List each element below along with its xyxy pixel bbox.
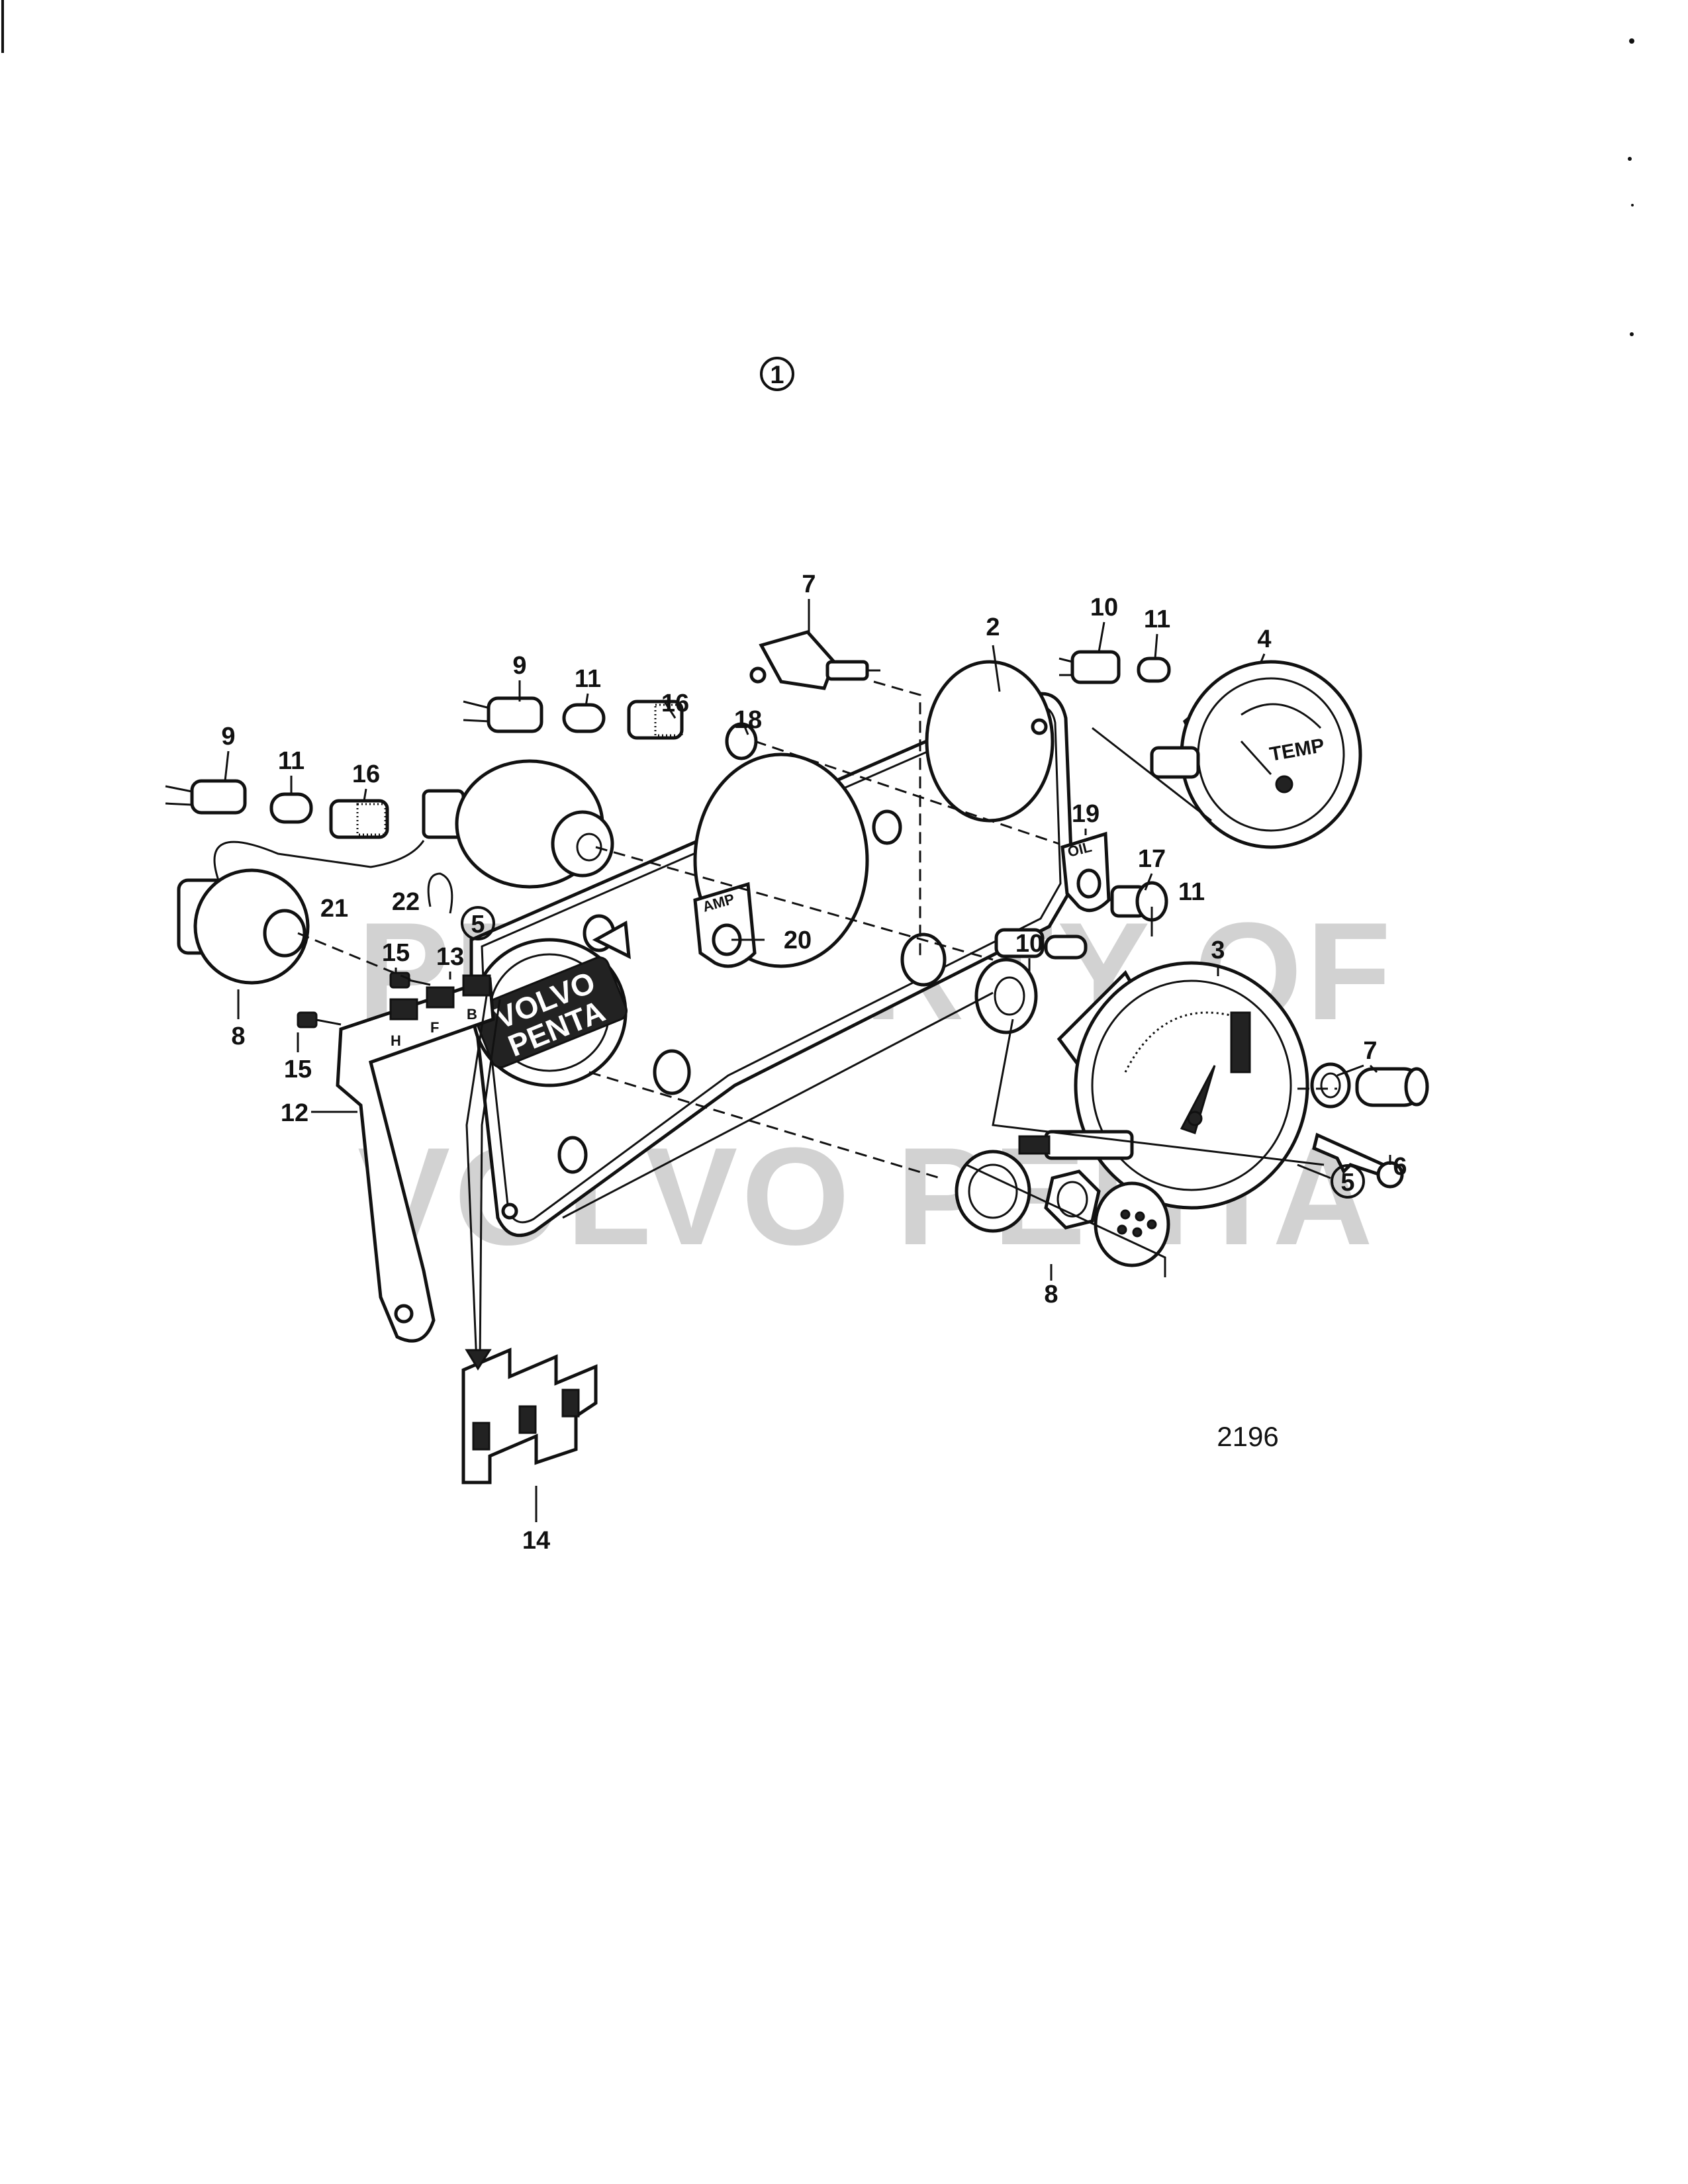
terminal-letter-h: H	[391, 1032, 401, 1049]
panel-hole-small-4	[653, 1049, 691, 1095]
screw-lower	[297, 1011, 342, 1028]
callout-19: 19	[1072, 800, 1100, 828]
callout-2: 2	[986, 614, 1000, 641]
callout-20: 20	[784, 927, 812, 954]
brand-emblem: VOLVO PENTA	[471, 920, 631, 1087]
assembly-lines	[297, 680, 1337, 1371]
ignition-switch	[422, 759, 614, 889]
amp-plate: AMP	[693, 882, 757, 968]
terminal-block	[461, 1347, 598, 1484]
callout-5-right-circle: 5	[1331, 1164, 1365, 1199]
bulb-upper	[562, 703, 606, 733]
lamp-lens-right	[1110, 881, 1168, 922]
panel-hole-small-3	[900, 933, 947, 987]
group-marker: 1	[760, 357, 794, 391]
split-pin	[427, 872, 453, 914]
figure-number: 2196	[1217, 1421, 1278, 1452]
starter-switch	[177, 840, 425, 985]
panel-screw-hole-1	[1031, 718, 1048, 735]
tachometer-scale-block	[1230, 1011, 1251, 1073]
callout-leaders	[224, 599, 1391, 1522]
temperature-gauge-stud	[1150, 746, 1200, 779]
hex-nut	[1044, 1169, 1101, 1230]
callout-10-right: 10	[1015, 930, 1043, 958]
lamp-holder-right	[994, 928, 1088, 960]
panel-hole-small-2	[872, 809, 902, 845]
callout-5-right: 5	[1340, 1169, 1354, 1197]
lamp-holder-upper	[463, 696, 543, 733]
lamp-holder-left	[165, 779, 247, 815]
callout-3: 3	[1211, 936, 1225, 964]
group-marker-number: 1	[770, 361, 784, 389]
callout-11-right: 11	[1178, 878, 1205, 906]
callout-6: 6	[1393, 1153, 1407, 1181]
callout-4: 4	[1257, 625, 1271, 653]
callout-21: 21	[320, 895, 348, 923]
temperature-gauge: TEMP	[1150, 660, 1362, 849]
panel-screw-hole-2	[501, 1203, 518, 1220]
lens-holder-left	[329, 799, 389, 839]
callout-13: 13	[436, 943, 464, 971]
callout-12: 12	[281, 1099, 308, 1127]
callout-10-top: 10	[1090, 594, 1118, 621]
scan-specks	[1628, 38, 1634, 336]
callout-5-left: 5	[471, 911, 485, 938]
callout-5-left-circle: 5	[461, 906, 495, 940]
lamp-holder-top	[1058, 650, 1171, 684]
panel-hole-small-5	[557, 1136, 588, 1174]
callout-8-left: 8	[231, 1023, 245, 1050]
callout-8-lower: 8	[1044, 1281, 1058, 1308]
callout-11-upper: 11	[575, 665, 601, 693]
callout-numbers: 7 2 10 11 4 9 11 16 18 9 11 16 19 17 11 …	[221, 570, 1407, 1555]
callout-7-top: 7	[802, 570, 816, 598]
connector-plug	[1094, 1181, 1170, 1267]
tachometer-threaded-stud	[1018, 1135, 1051, 1155]
knurled-knob	[1310, 1062, 1351, 1109]
callout-7-right: 7	[1363, 1037, 1377, 1065]
callout-11-top: 11	[1144, 606, 1170, 633]
callout-15-lower: 15	[284, 1056, 312, 1083]
callout-18: 18	[734, 706, 762, 734]
callout-11-left: 11	[278, 747, 305, 775]
panel-hole-top-right	[925, 660, 1055, 823]
mounting-ring	[955, 1150, 1031, 1233]
push-button	[1355, 1067, 1429, 1107]
toggle-switch-top	[749, 630, 880, 690]
callout-17: 17	[1138, 845, 1166, 873]
terminal-bracket: H F B	[336, 974, 495, 1343]
terminal-letter-f: F	[430, 1019, 439, 1036]
terminal-letter-b: B	[467, 1006, 477, 1023]
callout-16-upper: 16	[661, 690, 689, 717]
callout-22: 22	[392, 888, 420, 916]
ignition-key	[1312, 1132, 1404, 1189]
bulb-left	[269, 792, 313, 824]
callout-9-upper: 9	[512, 652, 526, 680]
gauge-rubber-ring	[974, 958, 1038, 1034]
callout-15-upper: 15	[382, 939, 410, 967]
callout-16-left: 16	[352, 760, 380, 788]
callout-14: 14	[522, 1527, 550, 1555]
tachometer-gauge	[1018, 961, 1309, 1210]
callout-9-left: 9	[221, 723, 235, 751]
lens-holder-upper	[627, 700, 684, 740]
